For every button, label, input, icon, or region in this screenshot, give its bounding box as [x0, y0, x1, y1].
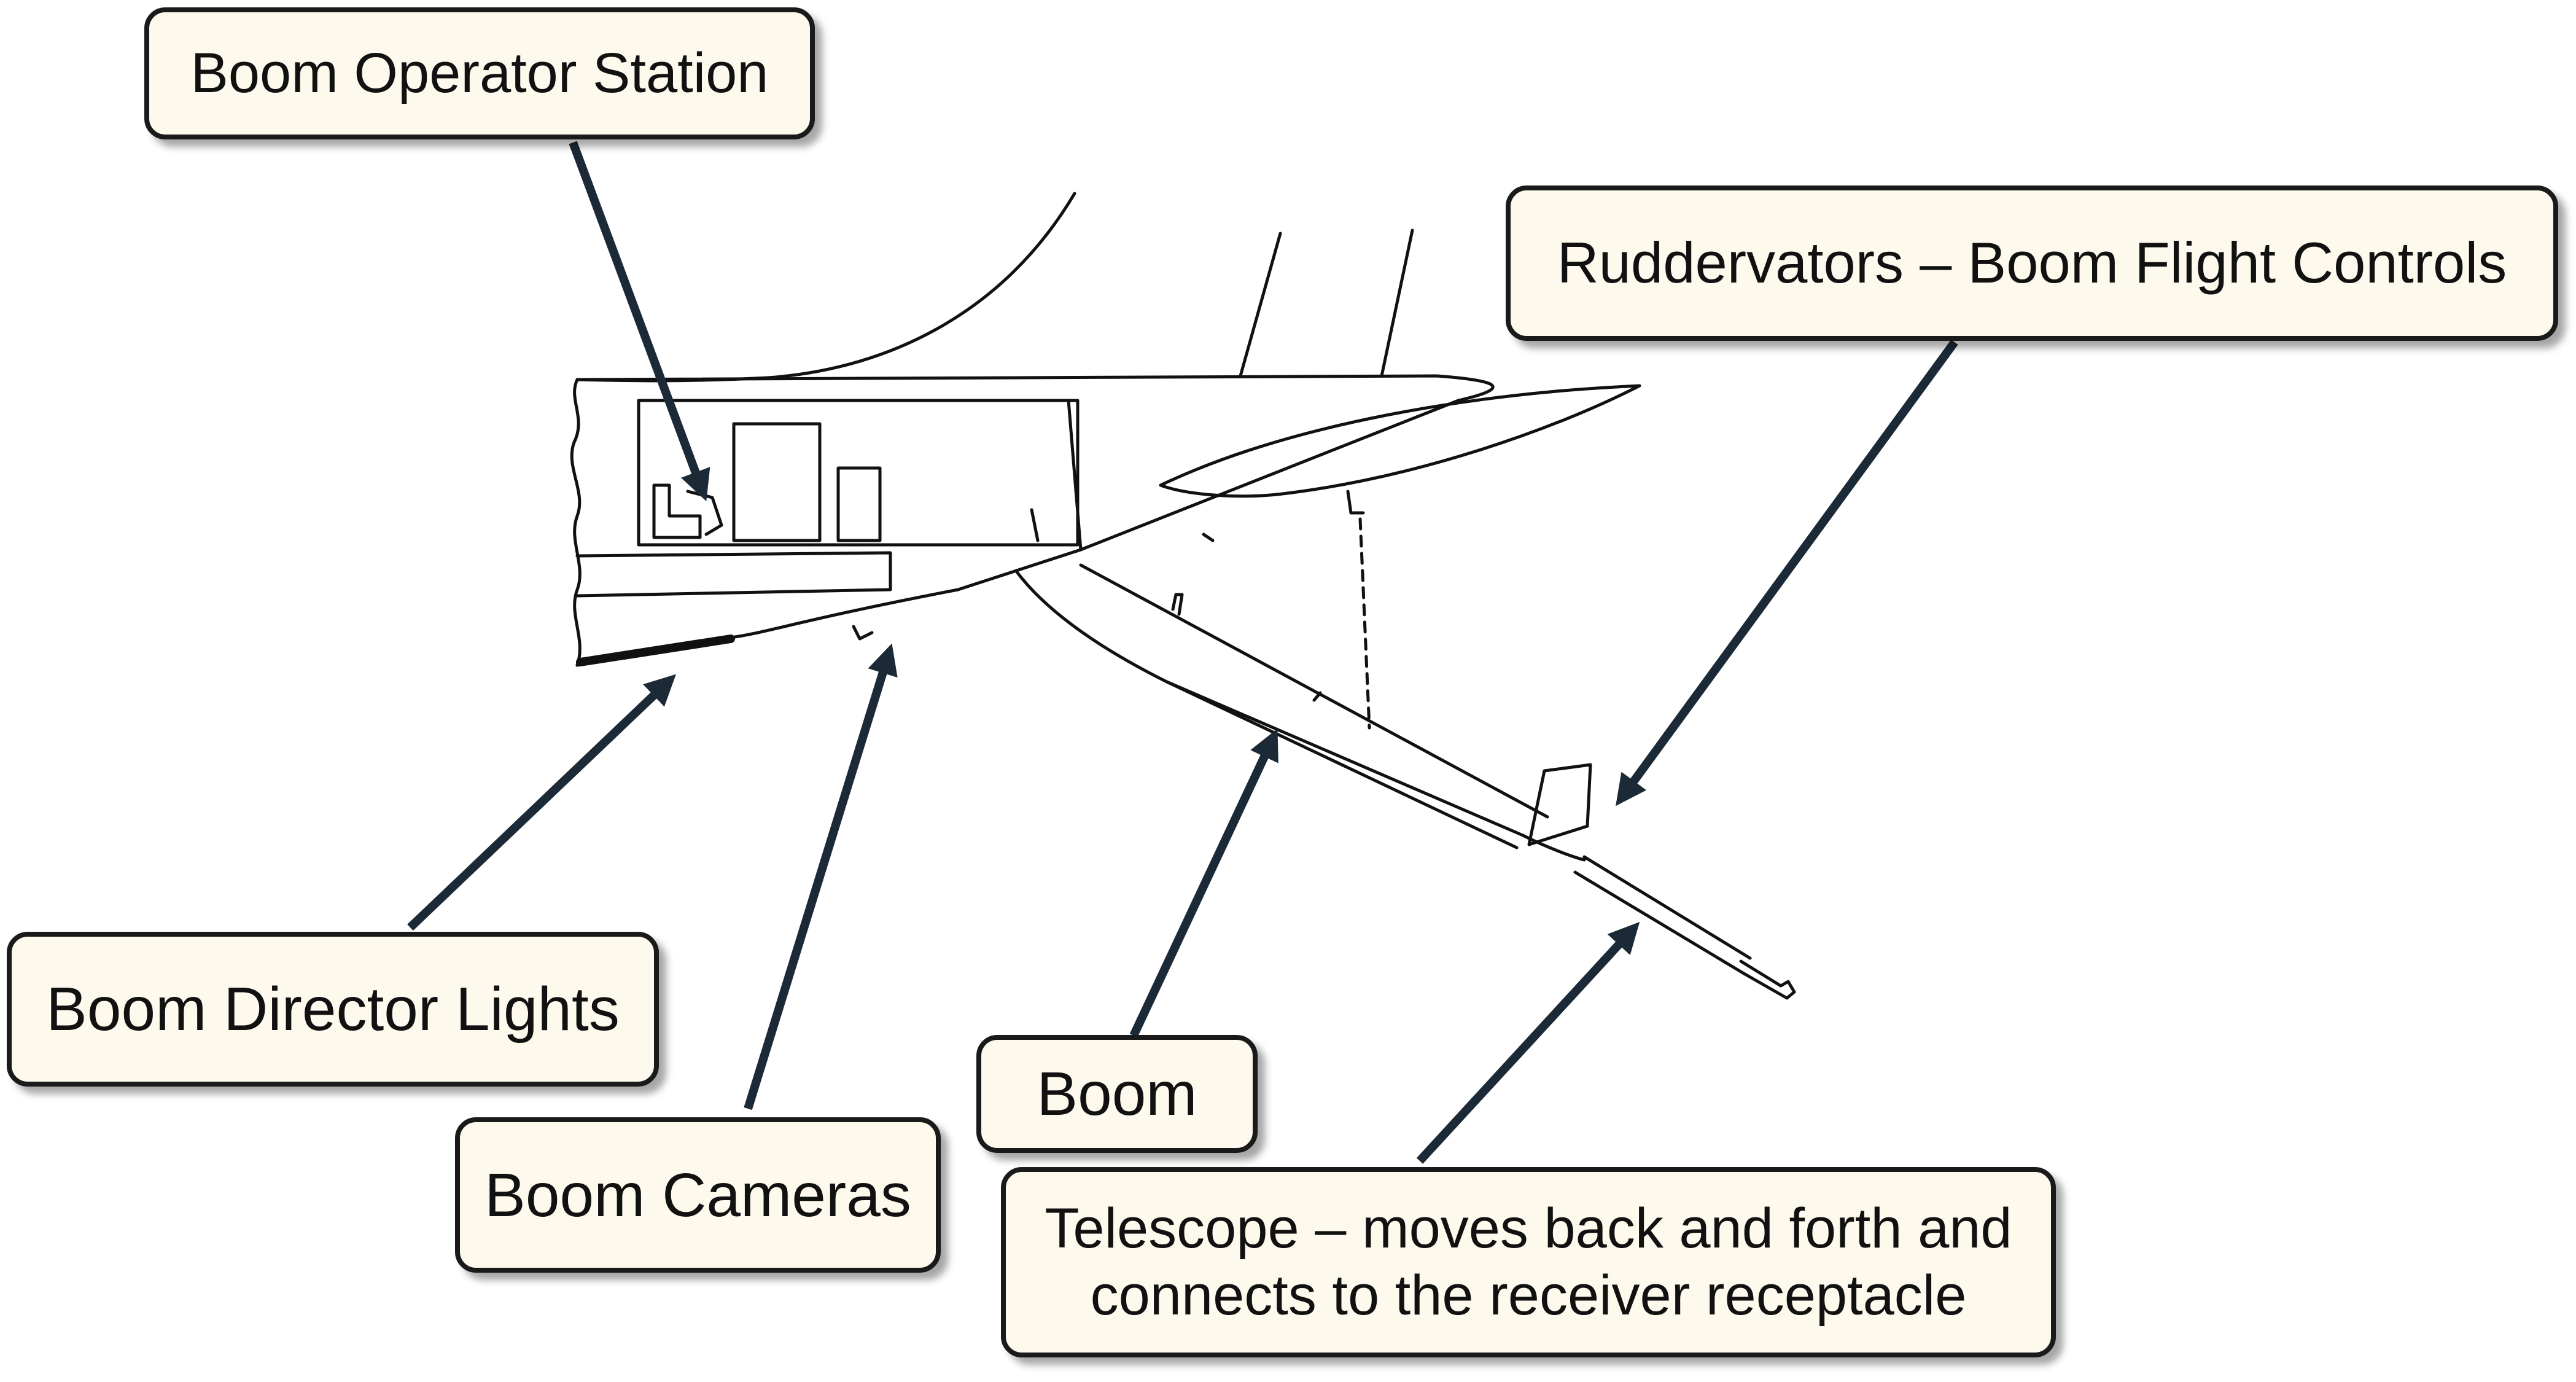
callout-label-line-2: connects to the receiver receptacle [1090, 1264, 1967, 1327]
boom-upper-edge [1079, 563, 1549, 819]
telescope-arrow [1416, 921, 1640, 1164]
belly-fitting-1 [852, 625, 874, 641]
telescope-tube [1573, 855, 1752, 975]
fin-edge-left [1239, 232, 1282, 378]
boom-rib [1312, 691, 1322, 702]
aircraft-tail-drawing [570, 192, 1796, 1000]
aft-bulkhead [1067, 399, 1083, 552]
telescope-nozzle [1739, 959, 1796, 1000]
callout-label: Boom Operator Station [190, 42, 769, 105]
operator-station-arrow [569, 141, 710, 502]
boom-arrow [1129, 728, 1278, 1037]
callout-ruddervators: Ruddervators – Boom Flight Controls [1506, 185, 2558, 341]
callout-label: Boom Cameras [484, 1160, 911, 1230]
callout-telescope: Telescope – moves back and forth and con… [1001, 1167, 2056, 1357]
compartment-floor [575, 551, 892, 598]
fin-edge-right [1380, 228, 1414, 378]
callout-boom-director-lights: Boom Director Lights [7, 932, 659, 1087]
console-panel [836, 466, 882, 542]
cameras-arrow [744, 643, 898, 1111]
fuselage-break-edge [570, 378, 582, 667]
fuselage-outline [575, 374, 1495, 667]
stabilizer-hinge [1346, 490, 1365, 515]
cabinet-panel [732, 422, 822, 542]
boom-mast [1171, 593, 1184, 616]
director-lights-arrow [407, 674, 676, 931]
ruddervators-arrow [1616, 339, 1958, 806]
callout-arrows [407, 141, 1958, 1164]
director-lights-bar [576, 634, 735, 666]
boom-fairing [1014, 569, 1586, 862]
callout-label: Boom [1037, 1060, 1197, 1128]
boom-lower-edge [1165, 680, 1519, 849]
callout-boom: Boom [976, 1035, 1258, 1153]
callout-label-line-1: Telescope – moves back and forth and [1045, 1197, 2012, 1260]
callout-label: Ruddervators – Boom Flight Controls [1557, 230, 2507, 295]
belly-fitting-2 [1202, 533, 1215, 542]
compartment-rear-wall [1030, 508, 1040, 542]
callout-boom-cameras: Boom Cameras [455, 1117, 941, 1273]
boom-ruddervator [1527, 763, 1592, 846]
callout-label: Boom Director Lights [46, 975, 620, 1044]
operator-figure [686, 490, 723, 536]
boom-support-cable [1358, 517, 1371, 730]
boom-operator-compartment [637, 399, 1080, 547]
operator-seat [652, 483, 702, 539]
horizontal-stabilizer [1159, 384, 1641, 498]
callout-boom-operator-station: Boom Operator Station [144, 7, 815, 139]
